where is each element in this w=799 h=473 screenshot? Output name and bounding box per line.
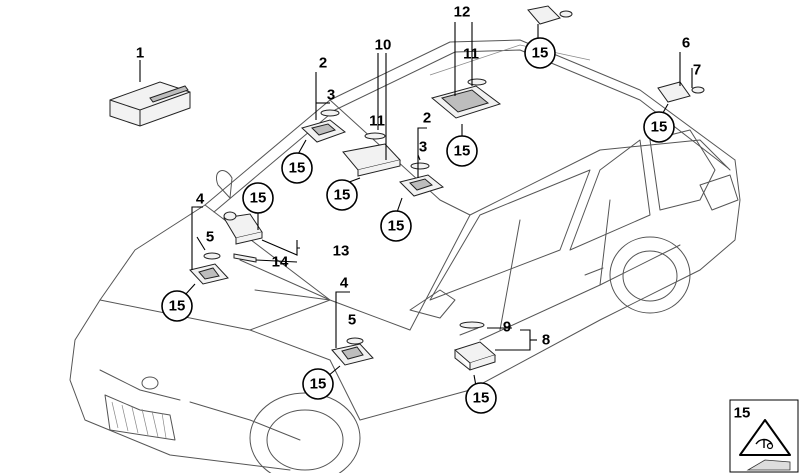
callout-13: 13 xyxy=(333,243,350,260)
callout-5-right: 5 xyxy=(348,312,356,329)
callout-15-footwell-right: 15 xyxy=(302,368,334,400)
footwell-light-right-part xyxy=(331,337,374,366)
callout-15-footwell-left: 15 xyxy=(161,290,193,322)
cargo-lamp-part xyxy=(527,5,573,25)
legend-box: 15 xyxy=(729,399,799,473)
callout-9: 9 xyxy=(503,319,511,336)
callout-8: 8 xyxy=(542,332,550,349)
callout-11-dome: 11 xyxy=(463,46,479,63)
callout-2-rear: 2 xyxy=(423,110,431,127)
footwell-light-left-part xyxy=(189,252,229,285)
callout-15-dome: 15 xyxy=(446,135,478,167)
svg-text:15: 15 xyxy=(651,119,668,136)
door-light-part xyxy=(454,321,496,371)
callout-7: 7 xyxy=(693,62,701,79)
callout-3-front: 3 xyxy=(327,87,335,104)
svg-text:15: 15 xyxy=(250,190,267,207)
callout-15-rear-reading: 15 xyxy=(380,210,412,242)
callout-11-console: 11 xyxy=(369,113,385,130)
svg-text:15: 15 xyxy=(169,298,186,315)
overhead-console-part xyxy=(342,132,401,177)
callout-5-left: 5 xyxy=(206,229,214,246)
tailgate-lamp-part xyxy=(657,81,705,103)
reading-light-front-part xyxy=(301,109,347,143)
callout-15-console: 15 xyxy=(326,179,358,211)
callout-labels: 1 2 3 10 11 12 11 2 3 6 7 4 5 13 14 4 5 … xyxy=(136,4,701,349)
visor-light-part xyxy=(223,211,263,263)
car-outline xyxy=(69,39,741,473)
callout-15-visor: 15 xyxy=(242,182,274,214)
callout-4-left: 4 xyxy=(196,191,205,208)
callout-12: 12 xyxy=(454,4,471,21)
legend-label: 15 xyxy=(734,405,751,422)
callout-3-rear: 3 xyxy=(419,139,427,156)
callout-14: 14 xyxy=(272,254,289,271)
svg-text:15: 15 xyxy=(289,160,306,177)
reading-light-rear-part xyxy=(399,162,445,197)
callout-6: 6 xyxy=(682,35,690,52)
callout-4-right: 4 xyxy=(340,275,349,292)
svg-text:15: 15 xyxy=(388,218,405,235)
svg-text:15: 15 xyxy=(473,390,490,407)
circled-callouts: 15 15 15 15 15 15 15 15 xyxy=(161,37,675,414)
svg-text:15: 15 xyxy=(334,187,351,204)
bulb-pack-icon xyxy=(746,459,791,471)
dome-light-part xyxy=(430,78,502,119)
callout-2-front: 2 xyxy=(319,55,327,72)
svg-text:15: 15 xyxy=(454,143,471,160)
svg-text:15: 15 xyxy=(532,45,549,62)
callout-10: 10 xyxy=(375,37,392,54)
callout-15-cargo: 15 xyxy=(524,37,556,69)
parts xyxy=(109,5,705,371)
callout-1: 1 xyxy=(136,45,144,62)
svg-text:15: 15 xyxy=(310,376,327,393)
callout-15-door: 15 xyxy=(465,382,497,414)
module-box-part xyxy=(109,81,191,127)
warning-triangle-icon xyxy=(739,419,791,456)
callout-15-front-reading: 15 xyxy=(281,152,313,184)
callout-15-tailgate: 15 xyxy=(643,111,675,143)
